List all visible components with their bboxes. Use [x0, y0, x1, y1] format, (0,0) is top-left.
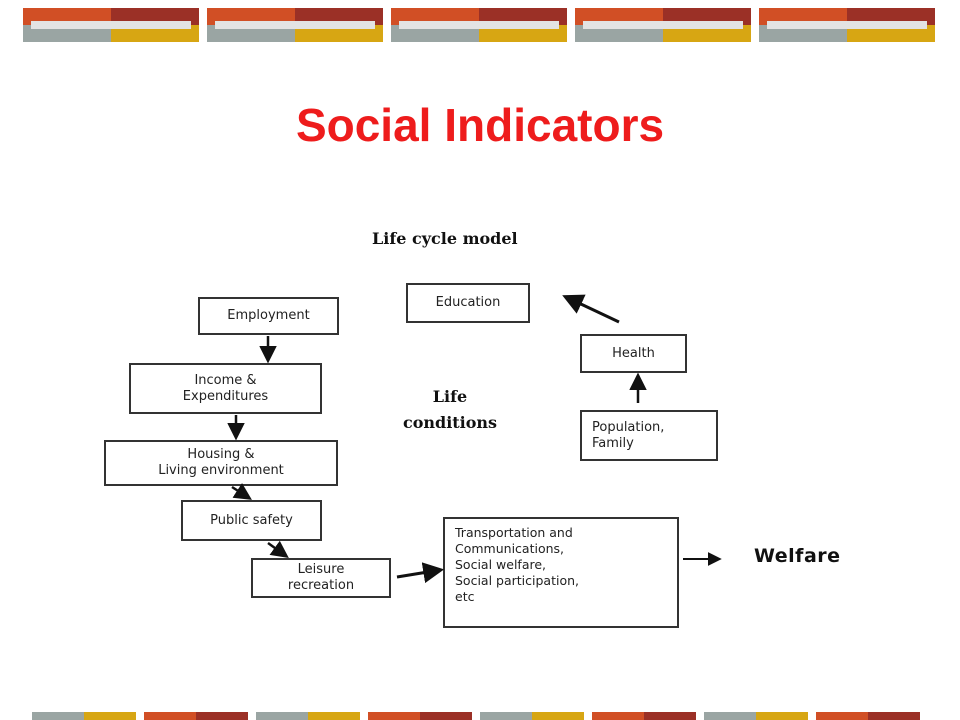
employment-box: Employment [198, 297, 339, 335]
welfare-label: Welfare [754, 545, 841, 567]
banner-tile [23, 8, 199, 42]
slide-title: Social Indicators [295, 99, 665, 151]
arrow-leisure-transport [396, 562, 445, 584]
banner-tile [759, 8, 935, 42]
health-box: Health [580, 334, 687, 373]
housing-box: Housing & Living environment [104, 440, 338, 486]
population-box: Population, Family [580, 410, 718, 461]
transportation-box: Transportation and Communications, Socia… [443, 517, 679, 628]
leisure-box: Leisure recreation [251, 558, 391, 598]
top-banner-decoration [0, 0, 960, 45]
arrow-safety-leisure [267, 540, 289, 559]
arrow-housing-safety [231, 483, 252, 500]
education-box: Education [406, 283, 530, 323]
public-safety-box: Public safety [181, 500, 322, 541]
bottom-strip-decoration [0, 712, 960, 720]
center-label: Life conditions [402, 387, 498, 432]
banner-tile [391, 8, 567, 42]
model-title: Life cycle model [372, 229, 518, 248]
banner-tile [575, 8, 751, 42]
arrow-health-education [562, 294, 620, 324]
income-box: Income & Expenditures [129, 363, 322, 414]
banner-tile [207, 8, 383, 42]
